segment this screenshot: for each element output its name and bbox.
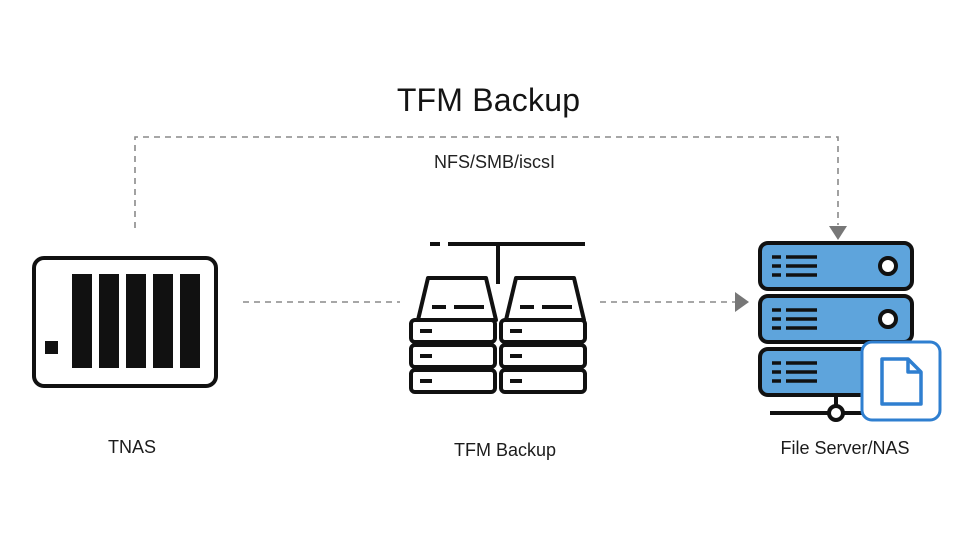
protocol-link-connector — [134, 136, 839, 228]
tnas-label: TNAS — [107, 437, 156, 457]
nas-device-icon — [32, 256, 218, 388]
tfm-to-fileserver-arrowhead — [735, 292, 749, 312]
protocol-label: NFS/SMB/iscsI — [433, 152, 555, 172]
diagram-title: TFM Backup — [396, 82, 581, 118]
tfm-backup-label: TFM Backup — [453, 440, 557, 460]
backup-servers-icon — [409, 242, 587, 394]
server-rack-icon — [758, 241, 914, 422]
file-server-label: File Server/NAS — [780, 438, 910, 458]
protocol-link-arrowhead — [829, 226, 847, 240]
document-badge-icon — [860, 340, 942, 422]
